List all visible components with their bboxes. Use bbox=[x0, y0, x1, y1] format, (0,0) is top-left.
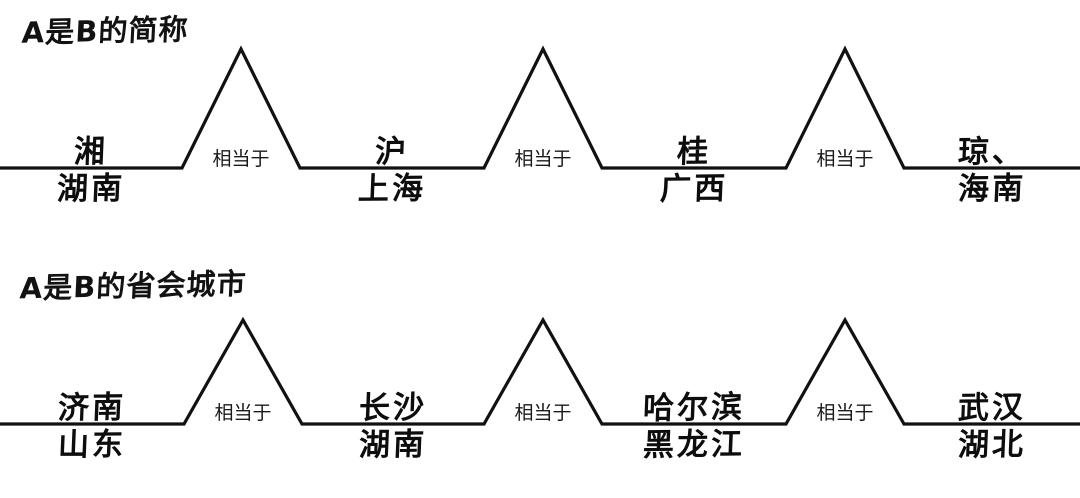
capital-city-text: 武汉 bbox=[957, 389, 1027, 427]
abbreviation-text: 湘 bbox=[73, 133, 109, 171]
full-slot: 山东 bbox=[0, 424, 184, 474]
full-name-text: 湖南 bbox=[56, 170, 126, 208]
abbr-slot: 哈尔滨 bbox=[602, 384, 786, 427]
pair-row2-3: 哈尔滨 黑龙江 bbox=[602, 384, 786, 474]
province-text: 山东 bbox=[57, 426, 127, 464]
row-2-heading: A是B的省会城市 bbox=[18, 266, 248, 306]
abbr-slot: 桂 bbox=[602, 128, 786, 171]
pair-row1-1: 湘 湖南 bbox=[0, 128, 182, 218]
abbr-slot: 湘 bbox=[0, 128, 182, 171]
abbr-slot: 长沙 bbox=[302, 384, 484, 427]
connector-row2-2: 相当于 bbox=[514, 402, 572, 424]
full-slot: 湖南 bbox=[0, 168, 182, 218]
connector-row2-1: 相当于 bbox=[214, 402, 272, 424]
connector-row1-3: 相当于 bbox=[816, 148, 874, 170]
pair-row1-2: 沪 上海 bbox=[300, 128, 484, 218]
pair-row2-2: 长沙 湖南 bbox=[302, 384, 484, 474]
province-text: 湖南 bbox=[358, 426, 428, 464]
row-1-heading: A是B的简称 bbox=[20, 12, 190, 50]
abbr-slot: 武汉 bbox=[904, 384, 1080, 427]
full-slot: 湖北 bbox=[904, 424, 1080, 474]
capital-city-text: 哈尔滨 bbox=[642, 389, 746, 427]
abbr-slot: 沪 bbox=[300, 128, 484, 171]
pair-row2-1: 济南 山东 bbox=[0, 384, 184, 474]
province-text: 湖北 bbox=[957, 426, 1027, 464]
connector-row2-3: 相当于 bbox=[816, 402, 874, 424]
province-text: 黑龙江 bbox=[642, 426, 746, 464]
full-slot: 湖南 bbox=[302, 424, 484, 474]
full-name-text: 海南 bbox=[957, 170, 1027, 208]
pair-row1-4: 琼、 海南 bbox=[904, 128, 1080, 218]
full-name-text: 广西 bbox=[659, 170, 729, 208]
abbr-slot: 琼、 bbox=[904, 128, 1080, 171]
abbreviation-text: 沪 bbox=[374, 133, 410, 171]
connector-row1-2: 相当于 bbox=[514, 148, 572, 170]
abbreviation-text: 桂 bbox=[676, 133, 712, 171]
full-slot: 上海 bbox=[300, 168, 484, 218]
full-slot: 广西 bbox=[602, 168, 786, 218]
connector-row1-1: 相当于 bbox=[212, 148, 270, 170]
abbreviation-text: 琼、 bbox=[957, 133, 1027, 171]
pair-row1-3: 桂 广西 bbox=[602, 128, 786, 218]
full-name-text: 上海 bbox=[357, 170, 427, 208]
abbr-slot: 济南 bbox=[0, 384, 184, 427]
pair-row2-4: 武汉 湖北 bbox=[904, 384, 1080, 474]
capital-city-text: 长沙 bbox=[358, 389, 428, 427]
full-slot: 海南 bbox=[904, 168, 1080, 218]
full-slot: 黑龙江 bbox=[602, 424, 786, 474]
capital-city-text: 济南 bbox=[57, 389, 127, 427]
